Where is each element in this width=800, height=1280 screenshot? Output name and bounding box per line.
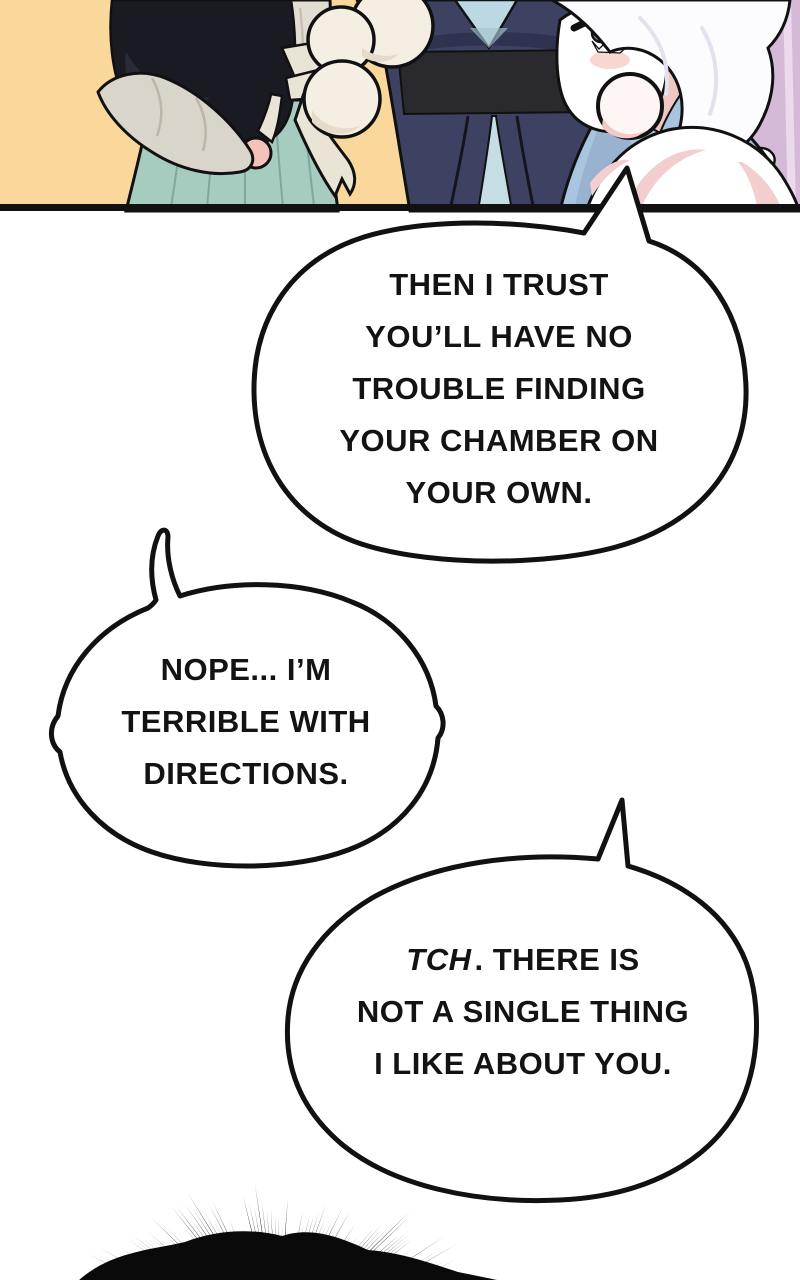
bubble-1-line: YOU’LL HAVE NO bbox=[365, 319, 633, 354]
gray-sleeve bbox=[96, 71, 255, 176]
right-character bbox=[551, 0, 800, 213]
bubble-2-line: TERRIBLE WITH bbox=[121, 704, 371, 739]
speech-bubble-3-text: TCH. THERE IS NOT A SINGLE THING I LIKE … bbox=[292, 934, 754, 1090]
bubble-1-line: THEN I TRUST bbox=[389, 267, 609, 302]
burst-spikes bbox=[86, 1183, 458, 1280]
art-panel bbox=[0, 0, 800, 213]
bubble-3-line: NOT A SINGLE THING bbox=[356, 994, 690, 1029]
tch-emphasis: TCH bbox=[406, 942, 472, 977]
cheek-blush bbox=[590, 51, 630, 69]
speech-bubble-2 bbox=[49, 527, 446, 869]
bubble-1-line: TROUBLE FINDING bbox=[352, 371, 646, 406]
bubble-1-line: YOUR OWN. bbox=[405, 475, 593, 510]
pompom-bundle bbox=[302, 0, 435, 139]
left-character bbox=[96, 0, 435, 213]
burst-effect bbox=[79, 1183, 498, 1280]
bubble-3-line-rest: . THERE IS bbox=[474, 942, 640, 977]
bubble-1-line: YOUR CHAMBER ON bbox=[339, 423, 659, 458]
bubble-3-line: I LIKE ABOUT YOU. bbox=[374, 1046, 672, 1081]
speech-bubble-3 bbox=[284, 797, 759, 1203]
bubble-2-line: NOPE... I’M bbox=[160, 652, 332, 687]
inner-collar bbox=[453, 0, 519, 51]
speech-bubble-1-text: THEN I TRUST YOU’LL HAVE NO TROUBLE FIND… bbox=[260, 259, 738, 519]
speech-bubble-2-text: NOPE... I’M TERRIBLE WITH DIRECTIONS. bbox=[52, 644, 440, 800]
bubble-3-line: TCH. THERE IS bbox=[292, 934, 754, 986]
bubble-2-line: DIRECTIONS. bbox=[143, 756, 349, 791]
panel-border bbox=[0, 204, 800, 211]
speech-bubble-1 bbox=[251, 165, 749, 564]
